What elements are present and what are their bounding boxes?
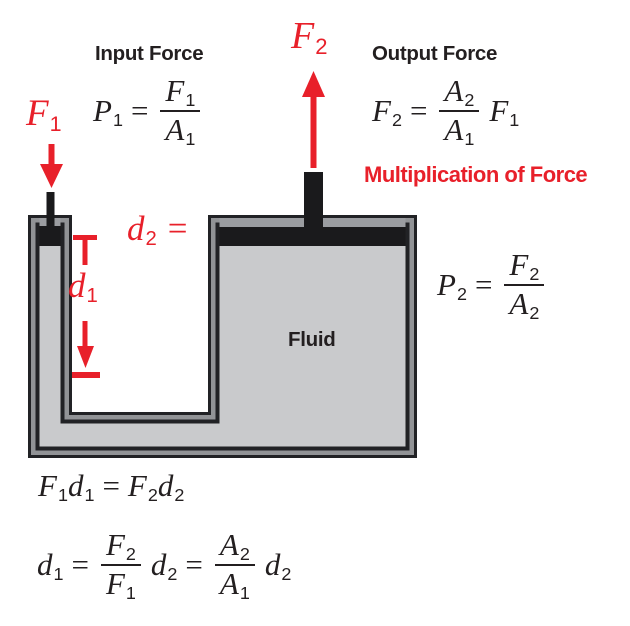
- p2-fraction: F2 A2: [504, 247, 545, 323]
- work-t4: d: [157, 468, 174, 503]
- p1-den: A: [165, 112, 185, 148]
- f2out-den: A: [444, 112, 464, 148]
- dist-equals-1: =: [71, 546, 89, 582]
- f2out-fraction: A2 A1: [439, 73, 480, 149]
- d2-base: d: [127, 209, 145, 248]
- d1-base: d: [68, 266, 86, 305]
- f1-sub: 1: [49, 111, 62, 136]
- d1-sub: 1: [86, 285, 98, 308]
- work-t1: F: [38, 468, 57, 503]
- dist-den1: F: [105, 566, 125, 602]
- equation-work: F1 d1 = F2 d2: [38, 468, 185, 505]
- fluid-label: Fluid: [288, 328, 336, 351]
- fraction-bar: [214, 563, 255, 567]
- p2-den: A: [509, 286, 529, 322]
- equation-f2-output: F2 = A2 A1 F1: [372, 73, 520, 149]
- dist-den2: A: [219, 566, 239, 602]
- dist-num2-sub: 2: [239, 543, 250, 564]
- f2out-lhs-sub: 2: [391, 109, 402, 130]
- multiplication-of-force-heading: Multiplication of Force: [364, 162, 588, 187]
- equation-p2: P2 = F2 A2: [437, 247, 548, 323]
- f2-label: F2: [291, 15, 328, 59]
- large-piston: [219, 227, 406, 246]
- input-force-heading: Input Force: [95, 42, 204, 65]
- output-force-heading: Output Force: [372, 42, 498, 65]
- p1-lhs-sub: 1: [112, 109, 123, 130]
- dist-num1: F: [105, 527, 125, 562]
- fraction-bar: [100, 563, 141, 567]
- p2-equals: =: [474, 266, 493, 302]
- d1-arrow: [77, 321, 94, 368]
- d2-sub: 2: [145, 228, 157, 251]
- fluid-region: [39, 226, 406, 447]
- f2out-lhs: F: [372, 92, 391, 128]
- dist-rhs: d: [264, 546, 281, 582]
- dist-fraction-1: F2 F1: [100, 527, 141, 603]
- p1-fraction: F1 A1: [160, 73, 201, 149]
- f1-label: F1: [26, 93, 62, 136]
- p2-num: F: [509, 247, 529, 282]
- fraction-bar: [504, 283, 545, 287]
- fraction-bar: [160, 109, 201, 113]
- dist-rhs-sub: 2: [281, 563, 292, 584]
- f2out-rhs: F: [489, 92, 509, 128]
- p1-lhs: P: [93, 92, 112, 128]
- dist-mid-sub: 2: [167, 563, 178, 584]
- large-piston-rod: [304, 172, 323, 229]
- dist-lhs-sub: 1: [53, 563, 64, 584]
- d1-start-marker: [73, 235, 97, 265]
- f2-sub: 2: [315, 33, 328, 59]
- f2out-num-sub: 2: [464, 89, 475, 110]
- dist-den2-sub: 1: [239, 582, 250, 603]
- work-t3-sub: 2: [147, 484, 158, 505]
- work-t3: F: [127, 468, 147, 503]
- work-t4-sub: 2: [174, 484, 185, 505]
- p1-den-sub: 1: [185, 128, 196, 149]
- f2out-num: A: [444, 73, 464, 108]
- f2out-den-sub: 1: [464, 128, 475, 149]
- d2-equals: =: [167, 209, 188, 248]
- f2out-rhs-sub: 1: [509, 109, 520, 130]
- dist-equals-2: =: [185, 546, 203, 582]
- small-piston: [39, 226, 61, 246]
- work-t1-sub: 1: [57, 484, 68, 505]
- d2-label: d2 =: [127, 209, 188, 251]
- dist-fraction-2: A2 A1: [214, 527, 255, 603]
- f1-base: F: [26, 93, 49, 134]
- d1-label: d1: [68, 266, 98, 308]
- equation-distance: d1 = F2 F1 d2 = A2 A1 d2: [37, 527, 292, 603]
- p1-num: F: [165, 73, 185, 108]
- work-equals: =: [102, 468, 120, 503]
- small-piston-rod: [46, 192, 55, 228]
- f2out-equals: =: [409, 92, 428, 128]
- f1-arrow: [40, 144, 63, 188]
- equation-p1: P1 = F1 A1: [93, 73, 204, 149]
- work-t2-sub: 1: [84, 484, 95, 505]
- dist-den1-sub: 1: [125, 582, 136, 603]
- dist-mid: d: [150, 546, 167, 582]
- p2-den-sub: 2: [529, 302, 540, 323]
- work-t2: d: [67, 468, 84, 503]
- cylinder-rim-strip: [39, 218, 406, 227]
- d1-end-marker: [72, 372, 100, 378]
- p2-num-sub: 2: [529, 263, 540, 284]
- dist-num2: A: [219, 527, 239, 562]
- dist-num1-sub: 2: [125, 543, 136, 564]
- p2-lhs: P: [437, 266, 456, 302]
- p2-lhs-sub: 2: [456, 283, 467, 304]
- p1-equals: =: [130, 92, 149, 128]
- f2-base: F: [291, 15, 315, 57]
- fraction-bar: [439, 109, 480, 113]
- dist-lhs: d: [37, 546, 53, 582]
- p1-num-sub: 1: [185, 89, 196, 110]
- f2-arrow: [302, 71, 325, 168]
